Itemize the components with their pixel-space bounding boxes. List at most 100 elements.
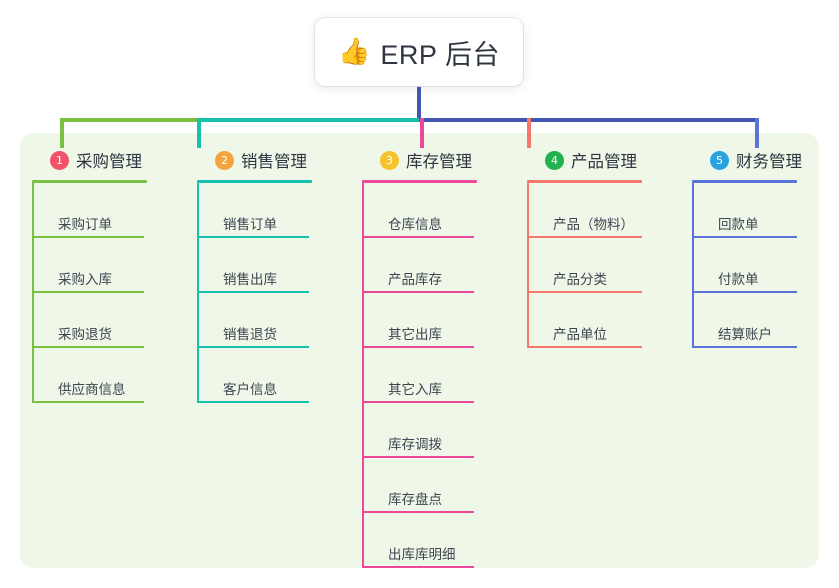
leaf-underline [32,401,144,403]
branch-title-5: 财务管理 [736,153,802,171]
leaf-node[interactable]: 回款单 [692,183,832,238]
branch-header-1[interactable]: 1 采购管理 [32,147,182,173]
connector-bar-segment-1 [60,118,200,122]
leaf-label: 采购退货 [58,327,112,342]
leaf-node[interactable]: 仓库信息 [362,183,512,238]
branch-underline-3 [362,180,477,183]
leaf-underline [692,236,797,238]
leaf-label: 库存调拨 [388,437,442,452]
leaf-label: 产品单位 [553,327,607,342]
leaf-underline [692,346,797,348]
leaf-node[interactable]: 付款单 [692,238,832,293]
connector-drop-1 [60,118,64,148]
branch-title-4: 产品管理 [571,153,637,171]
leaf-underline [32,346,144,348]
leaf-underline [362,236,474,238]
branch-spine-1 [32,183,34,403]
branch-items-2: 销售订单销售出库销售退货客户信息 [197,183,347,403]
branch-title-1: 采购管理 [76,153,142,171]
leaf-label: 其它出库 [388,327,442,342]
branch-column-4: 4 产品管理产品（物料） 产品分类产品单位 [527,147,677,348]
connector-drop-4 [527,118,531,148]
leaf-underline [362,346,474,348]
leaf-label: 销售退货 [223,327,277,342]
leaf-node[interactable]: 库存调拨 [362,403,512,458]
leaf-node[interactable]: 销售订单 [197,183,347,238]
branch-badge-5: 5 [710,150,729,170]
leaf-node[interactable]: 产品库存 [362,238,512,293]
branch-underline-5 [692,180,797,183]
leaf-underline [362,511,474,513]
leaf-node[interactable]: 客户信息 [197,348,347,403]
leaf-underline [362,291,474,293]
leaf-node[interactable]: 销售出库 [197,238,347,293]
connector-bar-segment-2 [197,118,423,122]
branch-items-4: 产品（物料） 产品分类产品单位 [527,183,677,348]
branch-badge-4: 4 [545,150,564,170]
leaf-node[interactable]: 采购退货 [32,293,182,348]
leaf-label: 回款单 [718,217,759,232]
leaf-underline [197,236,309,238]
leaf-label: 客户信息 [223,382,277,397]
leaf-node[interactable]: 采购入库 [32,238,182,293]
branches-panel [20,133,819,568]
leaf-node[interactable]: 产品单位 [527,293,677,348]
leaf-label: 销售订单 [223,217,277,232]
branch-items-3: 仓库信息产品库存其它出库其它入库库存调拨库存盘点出库库明细 [362,183,512,568]
branch-column-3: 3 库存管理仓库信息产品库存其它出库其它入库库存调拨库存盘点出库库明细 [362,147,512,568]
branch-spine-5 [692,183,694,348]
leaf-underline [197,401,309,403]
leaf-underline [362,401,474,403]
leaf-label: 采购入库 [58,272,112,287]
leaf-node[interactable]: 出库库明细 [362,513,512,568]
branch-header-5[interactable]: 5 财务管理 [692,147,832,173]
branch-badge-1: 1 [50,150,69,170]
leaf-underline [527,346,642,348]
branch-title-3: 库存管理 [406,153,472,171]
leaf-node[interactable]: 产品分类 [527,238,677,293]
leaf-node[interactable]: 采购订单 [32,183,182,238]
connector-drop-3 [420,118,424,148]
leaf-label: 其它入库 [388,382,442,397]
leaf-label: 结算账户 [718,327,772,342]
branch-column-1: 1 采购管理采购订单采购入库采购退货供应商信息 [32,147,182,403]
leaf-node[interactable]: 产品（物料） [527,183,677,238]
branch-header-4[interactable]: 4 产品管理 [527,147,677,173]
leaf-label: 销售出库 [223,272,277,287]
leaf-underline [692,291,797,293]
root-node[interactable]: 👍 ERP 后台 [315,18,523,86]
branch-badge-2: 2 [215,150,234,170]
leaf-node[interactable]: 供应商信息 [32,348,182,403]
branch-underline-4 [527,180,642,183]
connector-bar-segment-3 [419,118,759,122]
branch-spine-4 [527,183,529,348]
leaf-label: 供应商信息 [58,382,126,397]
branch-header-3[interactable]: 3 库存管理 [362,147,512,173]
leaf-label: 产品（物料） [553,217,634,232]
branch-items-5: 回款单付款单结算账户 [692,183,832,348]
leaf-node[interactable]: 其它入库 [362,348,512,403]
leaf-label: 付款单 [718,272,759,287]
leaf-underline [197,291,309,293]
leaf-underline [32,291,144,293]
branch-spine-2 [197,183,199,403]
leaf-node[interactable]: 销售退货 [197,293,347,348]
branch-underline-1 [32,180,147,183]
leaf-underline [197,346,309,348]
leaf-label: 采购订单 [58,217,112,232]
leaf-label: 产品分类 [553,272,607,287]
leaf-node[interactable]: 其它出库 [362,293,512,348]
branch-underline-2 [197,180,312,183]
connector-drop-5 [755,118,759,148]
branch-badge-3: 3 [380,150,399,170]
leaf-label: 库存盘点 [388,492,442,507]
leaf-underline [362,566,474,568]
connector-drop-2 [197,118,201,148]
leaf-underline [527,236,642,238]
root-stem [417,86,421,120]
leaf-node[interactable]: 库存盘点 [362,458,512,513]
leaf-node[interactable]: 结算账户 [692,293,832,348]
